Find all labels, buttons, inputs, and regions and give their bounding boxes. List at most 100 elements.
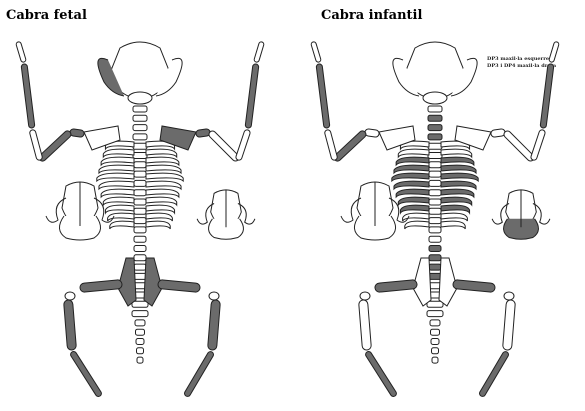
vertebra	[429, 171, 441, 177]
vertebra	[134, 255, 146, 261]
left-ulna	[29, 129, 43, 161]
rib-left	[97, 173, 134, 181]
left-humerus	[365, 129, 380, 138]
rib-right	[146, 165, 181, 173]
vertebra	[429, 162, 441, 168]
vertebra	[132, 301, 148, 307]
rib-right	[146, 149, 177, 157]
vertebra	[132, 311, 148, 317]
rib-right	[441, 205, 470, 213]
left-tibia	[359, 300, 372, 351]
vertebra	[429, 227, 441, 233]
rib-right	[441, 157, 474, 165]
rib-right	[441, 165, 476, 173]
vertebra	[137, 348, 144, 354]
atlas	[128, 92, 152, 104]
vertebra	[428, 153, 442, 159]
left-radius	[333, 129, 368, 162]
rib-left	[396, 189, 429, 197]
left-patella	[360, 292, 370, 300]
left-metacarpal	[21, 64, 35, 129]
skull-right-view	[492, 190, 550, 239]
right-femur	[158, 280, 201, 293]
rib-right	[441, 189, 474, 197]
vertebra	[136, 339, 144, 345]
skull-left-view	[341, 182, 409, 240]
left-patella	[65, 292, 75, 300]
vertebra	[133, 143, 147, 149]
rib-left	[392, 173, 429, 181]
right-metacarpal	[245, 64, 259, 129]
right-humerus	[196, 129, 211, 138]
rib-right	[441, 213, 467, 221]
rib-right	[146, 181, 181, 189]
right-ulna	[530, 129, 546, 161]
vertebra	[428, 143, 442, 149]
atlas	[423, 92, 447, 104]
left-humerus	[70, 129, 85, 138]
vertebra	[133, 125, 147, 131]
vertebra	[134, 171, 146, 177]
right-metacarpal	[540, 64, 554, 129]
rib-right	[146, 213, 172, 221]
vertebra	[431, 339, 439, 345]
left-phalanx	[311, 41, 322, 62]
vertebra	[133, 134, 147, 140]
rib-left	[110, 221, 134, 229]
left-metacarpal	[316, 64, 330, 129]
vertebra	[429, 218, 441, 224]
vertebra	[135, 320, 145, 326]
vertebra	[429, 208, 441, 214]
left-tibia	[64, 300, 77, 351]
rib-left	[103, 149, 134, 157]
vertebra	[137, 357, 143, 363]
right-phalanx	[549, 41, 560, 62]
rib-left	[405, 221, 429, 229]
right-metatarsal	[183, 350, 214, 397]
vertebra	[429, 246, 441, 252]
rib-right	[146, 173, 183, 181]
vertebra	[429, 199, 441, 205]
vertebra	[134, 264, 146, 270]
rib-right	[146, 221, 170, 229]
vertebra	[134, 190, 146, 196]
rib-right	[441, 173, 478, 181]
rib-right	[146, 189, 179, 197]
vertebra	[134, 227, 146, 233]
right-femur	[453, 280, 496, 293]
vertebra	[428, 134, 442, 140]
vertebra	[431, 329, 440, 335]
right-patella	[209, 292, 219, 300]
vertebra	[133, 115, 147, 121]
rib-left	[394, 165, 429, 173]
vertebra	[428, 125, 442, 131]
vertebra	[133, 153, 147, 159]
vertebra	[134, 162, 146, 168]
right-phalanx	[254, 41, 265, 62]
rib-left	[394, 181, 429, 189]
vertebra	[134, 236, 146, 242]
right-ulna	[235, 129, 251, 161]
rib-left	[99, 165, 134, 173]
right-tibia	[208, 300, 221, 351]
vertebra	[428, 106, 442, 112]
vertebra	[429, 180, 441, 186]
vertebra	[428, 115, 442, 121]
left-ulna	[324, 129, 338, 161]
vertebra	[136, 329, 145, 335]
rib-right	[441, 149, 472, 157]
skull-left-view	[46, 182, 114, 240]
rib-right	[146, 197, 177, 205]
rib-left	[99, 181, 134, 189]
rib-left	[398, 197, 429, 205]
rib-right	[146, 157, 179, 165]
vertebra	[427, 301, 443, 307]
vertebra	[134, 208, 146, 214]
rib-right	[441, 197, 472, 205]
fetal-skeleton-diagram	[0, 0, 290, 411]
rib-left	[101, 189, 134, 197]
left-metatarsal	[364, 350, 397, 397]
rib-right	[441, 181, 476, 189]
rib-left	[103, 197, 134, 205]
vertebra	[134, 218, 146, 224]
